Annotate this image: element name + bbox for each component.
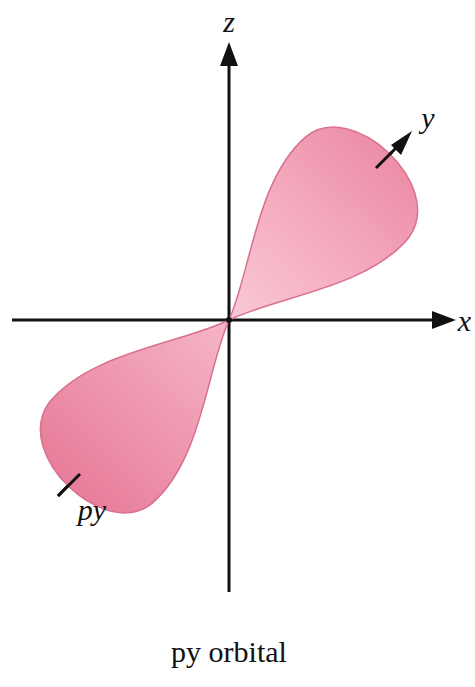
y-axis [376,146,398,168]
x-arrowhead [432,311,456,329]
axis-label: x [458,306,471,336]
orbital-label: py [78,495,106,525]
axis-label: y [421,103,434,133]
origin-dot [226,317,232,323]
axis-label: z [223,7,235,37]
caption: py orbital [171,637,287,667]
orbital-lobe [16,270,281,537]
y-axis [58,474,80,496]
z-axis [228,62,231,592]
z-arrowhead [220,42,238,66]
x-axis [12,319,436,322]
y-arrowhead [391,131,412,155]
